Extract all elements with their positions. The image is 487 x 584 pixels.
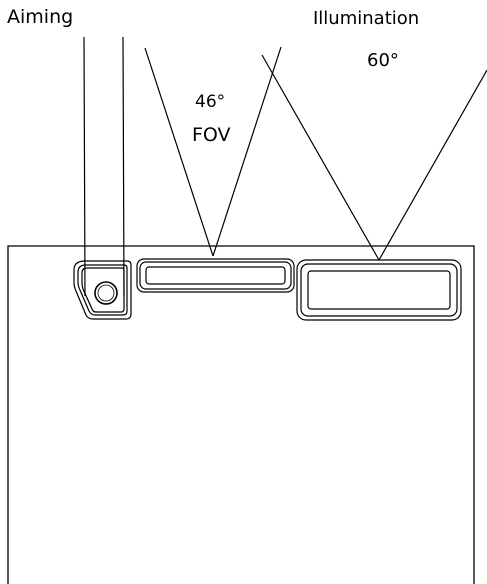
aiming-beam-left: [83, 36, 86, 297]
fov-ray-left: [144, 47, 214, 257]
illumination-window: [296, 259, 462, 321]
illumination-ray-right: [378, 69, 487, 261]
aiming-beam-right: [122, 36, 125, 297]
fov-ray-right: [212, 46, 282, 257]
aiming-label: Aiming: [7, 6, 74, 28]
imager-window: [136, 258, 295, 293]
illumination-angle-label: 60°: [367, 50, 399, 71]
device-body-outline: [7, 245, 475, 584]
aiming-module: [73, 260, 132, 320]
fov-label: FOV: [192, 124, 231, 146]
illumination-ray-left: [261, 54, 380, 261]
fov-angle-label: 46°: [195, 92, 226, 112]
illumination-label: Illumination: [313, 8, 420, 29]
aiming-lens: [94, 281, 118, 305]
